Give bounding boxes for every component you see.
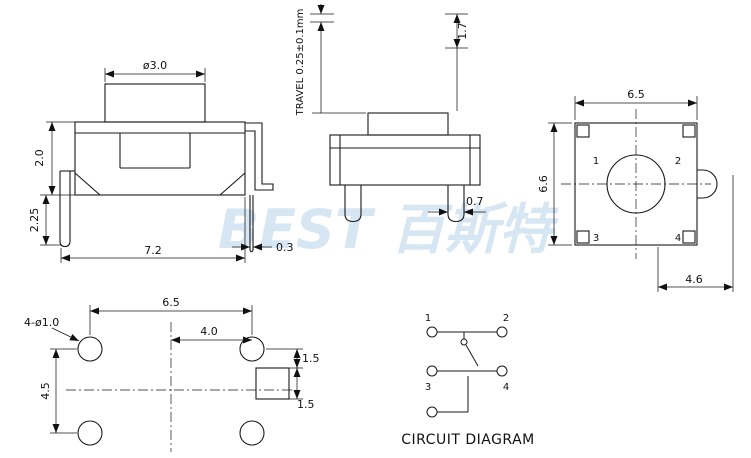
dim-footprint-hole-span-x: 6.5 xyxy=(162,296,180,309)
circuit-pin-2-terminal xyxy=(496,326,508,338)
circuit-wires xyxy=(437,331,497,413)
dim-footprint-pad-offset: 1.5 xyxy=(302,352,320,365)
top-view-outline xyxy=(574,122,718,246)
side-right-leg xyxy=(447,185,465,223)
hole-callout-label: 4-ø1.0 xyxy=(24,316,59,329)
circuit-diagram: 1 2 3 4 CIRCUIT DIAGRAM xyxy=(401,313,535,448)
front-right-bracket-lead xyxy=(245,122,274,191)
circuit-pin-label-3: 3 xyxy=(425,382,431,393)
circuit-diagram-title: CIRCUIT DIAGRAM xyxy=(401,432,535,448)
front-view-outline xyxy=(59,83,274,253)
circuit-ground-terminal xyxy=(426,406,438,418)
side-view-dimension-lines xyxy=(310,4,486,216)
footprint-shapes xyxy=(77,336,290,446)
watermark: BEST 百斯特 xyxy=(218,198,560,261)
side-body xyxy=(329,134,481,186)
dim-footprint-inner-span: 4.0 xyxy=(200,325,218,338)
dim-footprint-hole-span-y: 4.5 xyxy=(39,382,52,400)
front-thin-pin xyxy=(249,195,254,253)
front-left-leg xyxy=(59,171,71,248)
footprint-dimension-lines xyxy=(50,305,303,434)
mounting-hole xyxy=(77,420,103,446)
front-view-dimension-lines xyxy=(40,68,272,263)
dim-top-height: 6.6 xyxy=(537,175,550,193)
dim-top-width: 6.5 xyxy=(627,88,645,101)
footprint-pad xyxy=(255,367,290,400)
circuit-contact xyxy=(460,338,468,346)
top-body xyxy=(574,122,698,246)
dim-top-terminal-span: 4.6 xyxy=(685,273,703,286)
side-view: TRAVEL 0.25±0.1mm 1.7 0.7 xyxy=(295,4,486,223)
dim-side-leg-width: 0.7 xyxy=(466,195,484,208)
dim-front-button-diameter: ø3.0 xyxy=(143,59,167,72)
top-view-centerlines xyxy=(561,109,711,259)
dim-side-stem-height: 1.7 xyxy=(456,22,469,40)
circuit-pin-1-terminal xyxy=(426,326,438,338)
circuit-pin-label-2: 2 xyxy=(503,313,509,324)
circuit-pin-3-terminal xyxy=(426,365,438,377)
circuit-terminals xyxy=(426,326,508,418)
front-body xyxy=(74,121,246,196)
watermark-text: BEST 百斯特 xyxy=(218,198,560,261)
front-button-cap xyxy=(104,83,206,123)
top-corner-terminal-2 xyxy=(682,124,696,138)
mounting-hole xyxy=(239,420,265,446)
top-view-dimension-lines xyxy=(548,96,734,292)
top-pin-label-4: 4 xyxy=(675,233,681,244)
top-corner-terminal-1 xyxy=(576,124,590,138)
top-pin-label-3: 3 xyxy=(593,233,599,244)
top-button-circle xyxy=(606,154,666,214)
circuit-pin-label-1: 1 xyxy=(425,313,431,324)
top-pin-label-2: 2 xyxy=(675,156,681,167)
dim-front-body-width: 7.2 xyxy=(144,244,162,257)
dim-front-pin-thickness: 0.3 xyxy=(276,241,294,254)
circuit-pin-label-4: 4 xyxy=(503,382,509,393)
top-corner-terminal-4 xyxy=(682,230,696,244)
top-side-tab xyxy=(697,169,718,199)
footprint-centerlines xyxy=(66,322,294,452)
footprint-view: 4-ø1.0 6.5 4.0 4.5 1.5 1.5 xyxy=(24,296,320,452)
side-button-cap xyxy=(367,112,449,136)
top-pin-label-1: 1 xyxy=(593,156,599,167)
top-corner-terminal-3 xyxy=(576,230,590,244)
side-view-outline xyxy=(329,112,481,223)
dim-front-body-height: 2.0 xyxy=(33,149,46,167)
mounting-hole xyxy=(77,336,103,362)
front-view: ø3.0 2.0 2.25 7.2 0.3 xyxy=(28,59,294,263)
dim-footprint-pad-size: 1.5 xyxy=(297,398,315,411)
circuit-pin-4-terminal xyxy=(496,365,508,377)
dim-front-pin-length: 2.25 xyxy=(28,208,41,233)
side-left-leg xyxy=(344,185,362,223)
travel-label: TRAVEL 0.25±0.1mm xyxy=(295,9,306,117)
mounting-hole xyxy=(239,336,265,362)
top-view: 6.5 6.6 4.6 1 2 3 4 xyxy=(537,88,734,292)
